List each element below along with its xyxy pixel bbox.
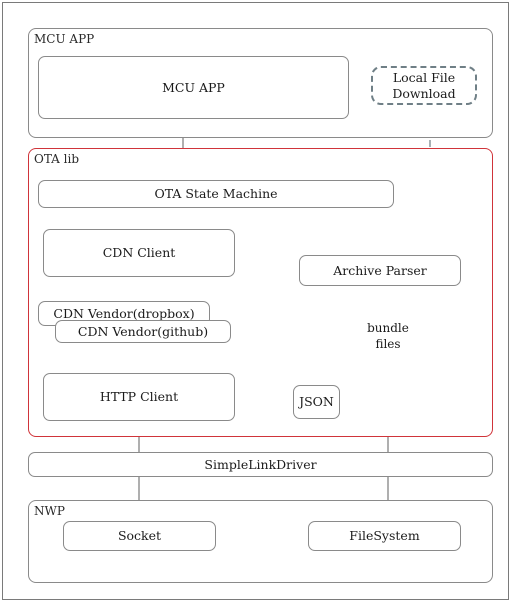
mcu-app-group-label: MCU APP xyxy=(34,32,95,46)
ota-lib-group-label: OTA lib xyxy=(34,152,80,166)
json-box: JSON xyxy=(293,385,340,419)
socket-box: Socket xyxy=(63,521,216,551)
filesystem-box: FileSystem xyxy=(308,521,461,551)
diagram-frame xyxy=(2,2,509,600)
simplelink-driver-box: SimpleLinkDriver xyxy=(28,452,493,477)
nwp-group-label: NWP xyxy=(34,504,65,518)
bundle-files-label: bundle files xyxy=(364,320,412,354)
cdn-vendor-github-box: CDN Vendor(github) xyxy=(55,320,231,343)
ota-state-machine-box: OTA State Machine xyxy=(38,180,394,208)
cdn-client-box: CDN Client xyxy=(43,229,235,277)
local-file-download-box: Local File Download xyxy=(371,66,477,105)
http-client-box: HTTP Client xyxy=(43,373,235,421)
archive-parser-box: Archive Parser xyxy=(299,255,461,286)
mcu-app-box: MCU APP xyxy=(38,56,349,119)
